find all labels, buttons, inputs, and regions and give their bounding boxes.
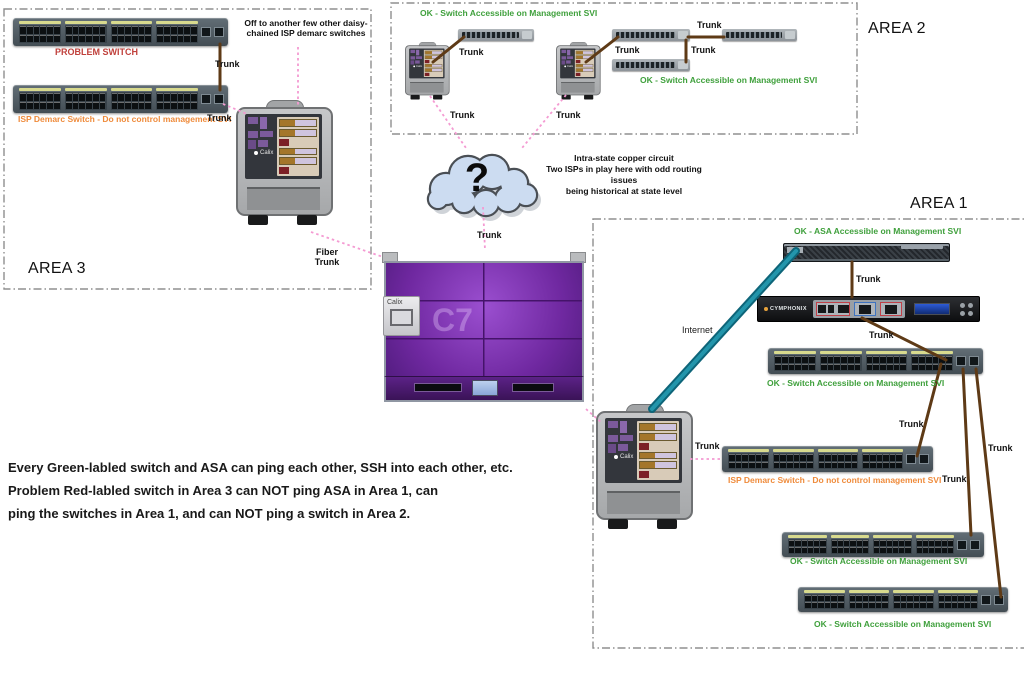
- trunk-label: Trunk: [477, 230, 502, 240]
- cymphonix-appliance: CYMPHONIX: [757, 296, 980, 322]
- ok-asa-label: OK - ASA Accessible on Management SVI: [794, 226, 962, 236]
- trunk-label: Trunk: [215, 59, 240, 69]
- c7-lcd: [472, 380, 498, 396]
- trunk-label: Trunk: [615, 45, 640, 55]
- cabinet-shell: Calix: [596, 411, 693, 520]
- cabinet-shell: Calix: [236, 107, 333, 216]
- cymphonix-logo-icon: [764, 307, 768, 311]
- trunk-label: Trunk: [450, 110, 475, 120]
- trunk-label: Trunk: [207, 113, 232, 123]
- uplink-ports: [956, 351, 979, 371]
- cymphonix-lcd: [914, 303, 950, 315]
- asa-firewall: [783, 243, 950, 262]
- switch-ports: [804, 590, 978, 609]
- problem-switch-label: PROBLEM SWITCH: [55, 47, 138, 57]
- calix-cabinet-area2-2: Calix: [556, 42, 601, 100]
- c7-model-label: C7: [432, 302, 473, 338]
- cabinet-connectors: [574, 49, 595, 78]
- daisy-chain-note: Off to another few other daisy-chained I…: [244, 18, 368, 38]
- switch-isp-demarc-area1: [722, 446, 933, 472]
- uplink-ports: [957, 535, 980, 554]
- cymphonix-brand: CYMPHONIX: [764, 306, 807, 312]
- c7-base-panel: [384, 376, 584, 402]
- uplink-ports: [201, 88, 224, 110]
- cloud-icon: [426, 153, 541, 221]
- ok-switch-label: OK - Switch Accessible on Management SVI: [420, 8, 598, 18]
- ok-switch-label: OK - Switch Accessible on Management SVI: [640, 75, 818, 85]
- trunk-label: Trunk: [856, 274, 881, 284]
- trunk-label: Trunk: [988, 443, 1013, 453]
- cabinet-stickers: [248, 117, 275, 176]
- switch-area1-4: [798, 587, 1008, 612]
- cabinet-connectors: [423, 49, 444, 78]
- calix-cabinet-area1: Calix: [596, 404, 693, 529]
- isp-question-cloud: ?: [424, 139, 544, 221]
- switch-ports: [788, 535, 954, 554]
- switch-ports: [19, 88, 198, 110]
- switch-area1-1: [768, 348, 983, 374]
- calix-logo-icon: Calix: [254, 150, 273, 156]
- calix-logo-icon: Calix: [614, 454, 633, 460]
- uplink-ports: [906, 449, 929, 469]
- ok-switch-label: OK - Switch Accessible on Management SVI: [814, 619, 992, 629]
- trunk-label: Trunk: [556, 110, 581, 120]
- c7-brand-badge: Calix: [383, 296, 420, 336]
- uplink-ports: [981, 590, 1004, 609]
- ok-switch-label: OK - Switch Accessible on Management SVI: [767, 378, 945, 388]
- calix-logo-icon: Calix: [413, 65, 422, 68]
- trunk-label: Trunk: [899, 419, 924, 429]
- trunk-label: Trunk: [691, 45, 716, 55]
- ok-switch-label: OK - Switch Accessible on Management SVI: [790, 556, 968, 566]
- trunk-label: Trunk: [697, 20, 722, 30]
- switch-ports: [728, 449, 903, 469]
- uplink-ports: [201, 21, 224, 43]
- cabinet-stickers: [410, 49, 423, 77]
- area3-label: AREA 3: [28, 260, 86, 277]
- cabinet-stickers: [608, 421, 635, 480]
- summary-text: Every Green-labled switch and ASA can pi…: [8, 460, 513, 521]
- switch-area2-2: [612, 29, 690, 41]
- internet-label: Internet: [682, 325, 713, 335]
- question-mark: ?: [464, 155, 490, 200]
- calix-cabinet-area2-1: Calix: [405, 42, 450, 100]
- c7-panel-button: [390, 309, 413, 326]
- cabinet-connectors: [276, 117, 319, 177]
- switch-area2-3: [722, 29, 797, 41]
- cymphonix-ports: [812, 300, 905, 318]
- calix-logo-icon: Calix: [564, 65, 573, 68]
- trunk-label: Trunk: [869, 330, 894, 340]
- cabinet-connectors: [636, 421, 679, 481]
- switch-ports: [19, 21, 198, 43]
- cabinet-stickers: [561, 49, 574, 77]
- calix-cabinet-area3: Calix: [236, 100, 333, 225]
- isp-demarc-label-area1: ISP Demarc Switch - Do not control manag…: [728, 475, 942, 485]
- switch-ports: [774, 351, 953, 371]
- switch-area1-3: [782, 532, 984, 557]
- trunk-label: Trunk: [695, 441, 720, 451]
- cymphonix-buttons: [960, 302, 973, 316]
- trunk-label: Trunk: [459, 47, 484, 57]
- isp-demarc-label-area3: ISP Demarc Switch - Do not control manag…: [18, 114, 232, 124]
- calix-c7-chassis: C7 Calix: [380, 252, 588, 408]
- isp-circuit-note: Intra-state copper circuit Two ISPs in p…: [546, 153, 702, 196]
- switch-area2-1: [458, 29, 534, 41]
- switch-area2-4: [612, 59, 690, 71]
- trunk-label: Trunk: [942, 474, 967, 484]
- switch-isp-demarc-area3: [13, 85, 228, 113]
- area1-label: AREA 1: [910, 195, 968, 212]
- area2-label: AREA 2: [868, 20, 926, 37]
- switch-problem-area3: [13, 18, 228, 46]
